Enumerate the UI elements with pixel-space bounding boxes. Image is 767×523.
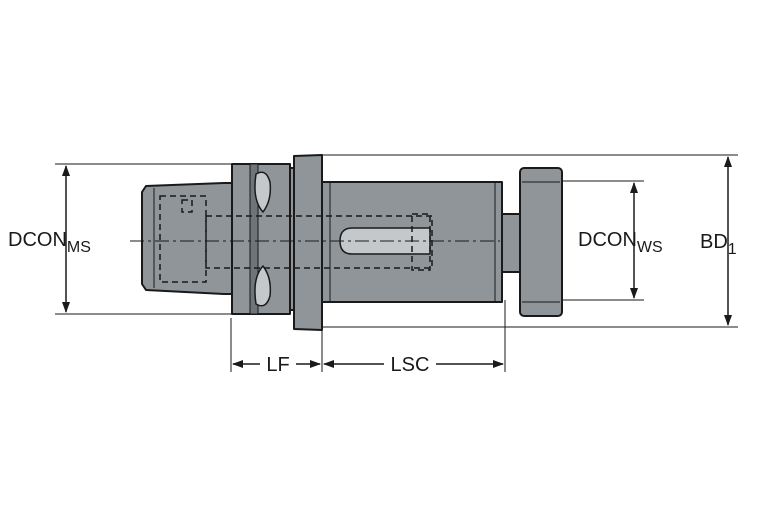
shoulder-ring bbox=[293, 154, 323, 331]
hidden-screw bbox=[181, 199, 193, 213]
bd1-arrow-bottom bbox=[724, 315, 732, 326]
tool-body bbox=[141, 154, 563, 331]
lsc-label-bg bbox=[384, 352, 436, 376]
dcon-ms-label-main: DCON bbox=[8, 229, 67, 251]
dcon-ws-label-main: DCON bbox=[578, 229, 637, 251]
dcon-ms-arrow-top bbox=[62, 165, 70, 176]
dcon-ws-arrow-top bbox=[630, 182, 638, 193]
dcon-ws-arrow-bottom bbox=[630, 288, 638, 299]
dcon-ms-label-sub: MS bbox=[67, 239, 91, 256]
lf-arrow-right bbox=[310, 360, 321, 368]
lf-label-bg bbox=[260, 352, 296, 376]
bd1-label-main: BD bbox=[700, 231, 728, 253]
drive-slot-bottom bbox=[254, 265, 272, 307]
dcon-ws-label-sub: WS bbox=[637, 239, 663, 256]
clamp-nut bbox=[519, 167, 563, 317]
drive-slot-top bbox=[254, 171, 272, 213]
lsc-arrow-right bbox=[493, 360, 504, 368]
dcon-ws-label: DCONWS bbox=[578, 229, 663, 256]
dcon-ms-label: DCONMS bbox=[8, 229, 91, 256]
lf-arrow-left bbox=[232, 360, 243, 368]
flange-groove bbox=[249, 163, 259, 315]
bd1-arrow-top bbox=[724, 156, 732, 167]
lsc-arrow-left bbox=[323, 360, 334, 368]
dcon-ms-arrow-bottom bbox=[62, 302, 70, 313]
hidden-bore-main bbox=[205, 215, 433, 269]
hidden-bore-rear bbox=[411, 213, 431, 271]
hidden-bore-front bbox=[159, 195, 207, 283]
hidden-lines bbox=[130, 195, 500, 283]
lf-label: LF bbox=[266, 354, 289, 376]
bd1-label: BD1 bbox=[700, 231, 737, 258]
extension-lines bbox=[55, 154, 738, 372]
lsc-label: LSC bbox=[391, 354, 430, 376]
bd1-label-sub: 1 bbox=[728, 241, 737, 258]
